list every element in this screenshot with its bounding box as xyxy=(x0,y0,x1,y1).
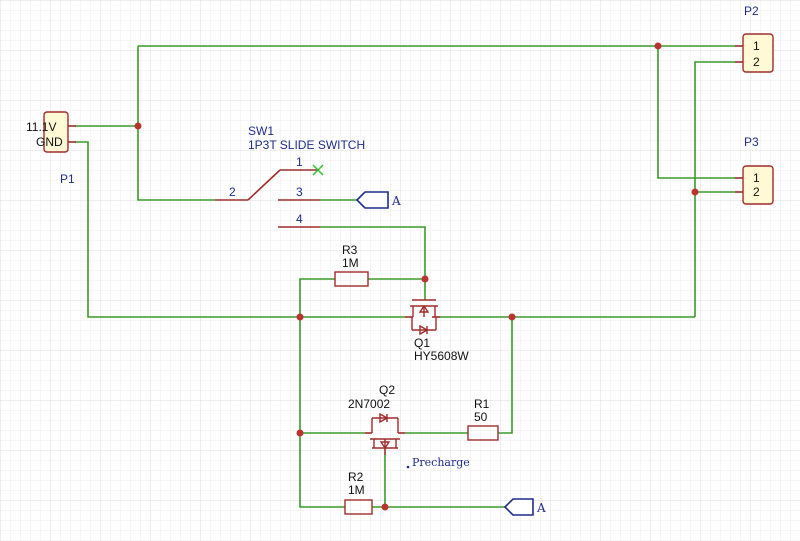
p2-ref: P2 xyxy=(744,4,759,18)
junction-dot xyxy=(296,429,304,437)
q2-ref: Q2 xyxy=(379,383,395,397)
p3-header-body xyxy=(742,165,774,205)
p1-header-body xyxy=(43,111,69,153)
switch-sw1: SW1 1P3T SLIDE SWITCH 1 2 3 4 xyxy=(215,124,365,228)
junctions xyxy=(134,42,699,511)
junction-dot xyxy=(296,313,304,321)
resistor-r3: R3 1M xyxy=(334,243,369,287)
r2-value: 1M xyxy=(348,483,365,497)
r2-body xyxy=(344,499,373,515)
r3-body xyxy=(334,271,369,287)
r1-ref: R1 xyxy=(474,397,490,411)
r2-ref: R2 xyxy=(348,470,364,484)
p3-pin2-label: 2 xyxy=(753,185,760,199)
precharge-net-label: Precharge xyxy=(412,456,470,469)
precharge-anchor-icon xyxy=(406,465,410,469)
r1-value: 50 xyxy=(474,410,488,424)
net-flag-a-bottom-label: A xyxy=(536,501,546,515)
sw1-pin2: 2 xyxy=(229,185,236,199)
sw1-ref: SW1 xyxy=(248,124,274,138)
p2-pin2-label: 2 xyxy=(753,55,760,69)
r3-ref: R3 xyxy=(342,243,358,257)
mosfet-q2: Q2 2N7002 xyxy=(348,383,405,455)
sw1-pin1: 1 xyxy=(296,155,303,169)
p1-ref: P1 xyxy=(60,172,75,186)
q1-ref: Q1 xyxy=(414,336,430,350)
resistor-r1: R1 50 xyxy=(467,397,499,441)
junction-dot xyxy=(134,122,142,130)
p2-header-body xyxy=(742,33,774,73)
mosfet-q1: Q1 HY5608W xyxy=(405,299,469,363)
no-connect-icon xyxy=(312,164,324,176)
connector-p2: 1 2 P2 xyxy=(735,4,774,73)
junction-dot xyxy=(381,503,389,511)
connector-p3: 1 2 P3 xyxy=(735,135,774,205)
junction-dot xyxy=(691,188,699,196)
q1-value: HY5608W xyxy=(414,349,469,363)
sw1-value: 1P3T SLIDE SWITCH xyxy=(248,138,365,152)
connector-p1: 11.1V GND P1 xyxy=(26,111,76,186)
net-flag-a-switch-label: A xyxy=(391,194,401,208)
junction-dot xyxy=(508,313,516,321)
net-flag-a-switch: A xyxy=(355,191,401,209)
r3-value: 1M xyxy=(342,256,359,270)
resistor-r2: R2 1M xyxy=(344,470,373,515)
p2-pin1-label: 1 xyxy=(753,39,760,53)
p1-pin1-label: 11.1V xyxy=(26,120,56,134)
sw1-pin4: 4 xyxy=(296,212,303,226)
wires xyxy=(75,45,735,508)
junction-dot xyxy=(421,275,429,283)
junction-dot xyxy=(654,42,662,50)
r1-body xyxy=(467,425,499,441)
sw1-pin3: 3 xyxy=(296,185,303,199)
p3-ref: P3 xyxy=(744,135,759,149)
p1-pin2-label: GND xyxy=(36,135,63,149)
p3-pin1-label: 1 xyxy=(753,171,760,185)
net-flag-a-bottom: A xyxy=(503,498,546,516)
q2-value: 2N7002 xyxy=(348,397,390,411)
